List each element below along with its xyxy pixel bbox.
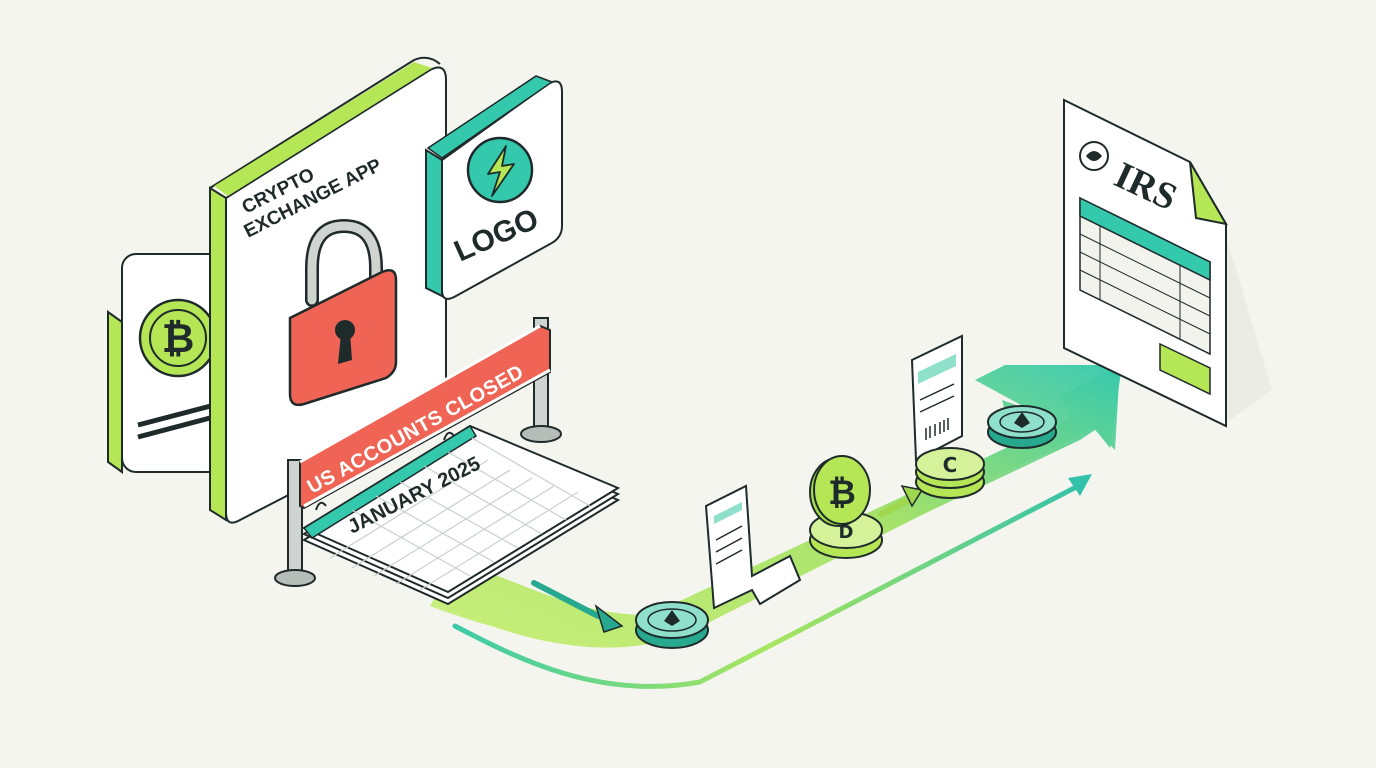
lightning-logo-icon — [466, 136, 534, 204]
flow-line — [452, 474, 1092, 689]
flow-arrow-icon — [531, 580, 624, 633]
logo-card: LOGO — [425, 75, 563, 300]
calendar: JANUARY 2025 — [301, 424, 621, 606]
bitcoin-coin-stack-icon: D ₿ — [809, 455, 883, 559]
svg-text:C: C — [943, 453, 958, 477]
svg-text:₿: ₿ — [828, 473, 856, 513]
flow-arrow-icon — [878, 484, 924, 518]
receipt-icon — [704, 484, 802, 610]
irs-emblem-icon — [1079, 141, 1109, 171]
flow-path — [430, 365, 1122, 648]
coin-c-icon: C — [915, 447, 985, 499]
svg-text:₿: ₿ — [162, 316, 195, 362]
irs-form: IRS — [1063, 98, 1272, 428]
svg-text:D: D — [839, 522, 854, 543]
ethereum-coin-icon — [987, 405, 1057, 449]
ethereum-coin-icon — [635, 601, 709, 649]
receipt-icon — [910, 334, 963, 462]
padlock-icon — [288, 218, 398, 407]
bitcoin-coin-icon: ₿ — [138, 298, 218, 378]
